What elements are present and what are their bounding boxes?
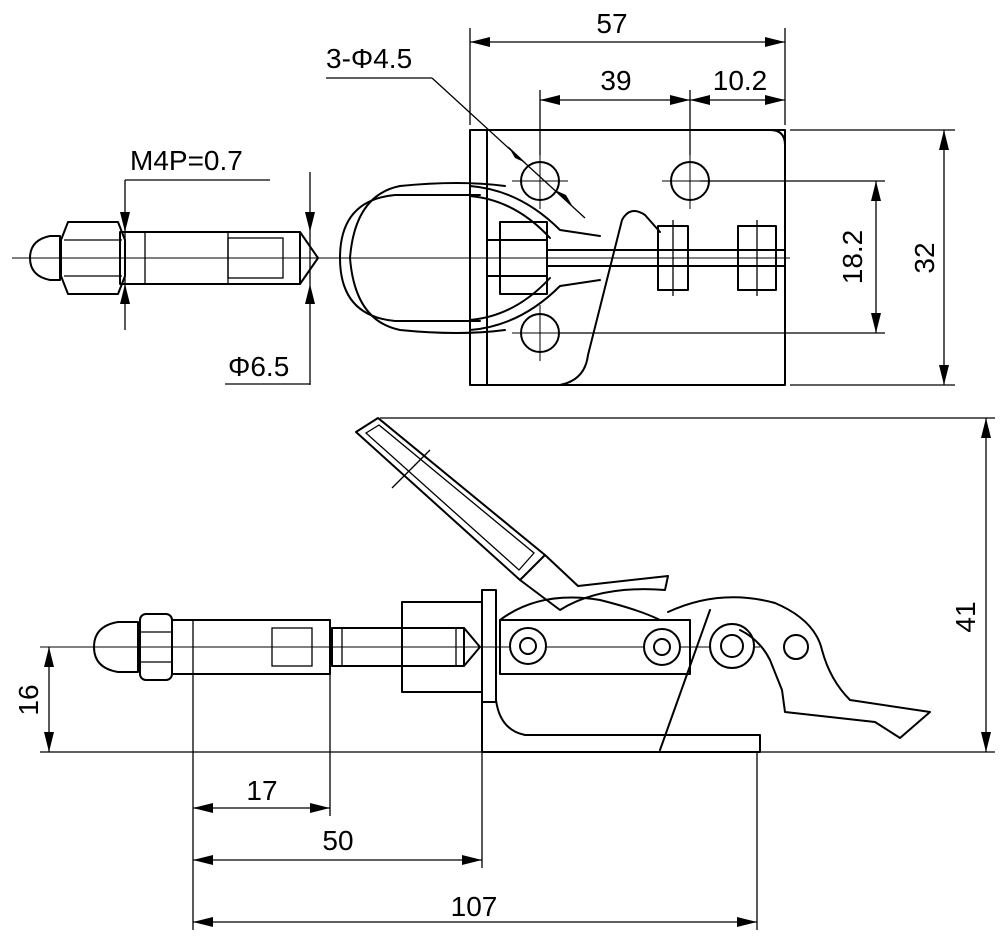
mounting-hole-3: [512, 305, 568, 361]
side-base: [481, 699, 761, 753]
side-linkage-bar: [499, 619, 691, 675]
handle-lower-arm-inner: [469, 277, 551, 321]
spindle-cap: [29, 235, 61, 281]
pivot-1: [509, 627, 547, 665]
handle-lever-outer: [355, 417, 546, 581]
side-view: 16 41 17 50: [13, 417, 995, 930]
base-plate-profile: [559, 210, 661, 386]
dim-107-label: 107: [451, 891, 498, 922]
side-guide-flange: [481, 589, 497, 703]
mounting-hole-1: [512, 153, 568, 209]
dim-41: 41: [380, 417, 995, 753]
handle-upper-arm-inner: [469, 195, 551, 239]
handle-lower-arm: [469, 279, 601, 331]
base-plate-inner-top: [486, 129, 786, 259]
pivot-2: [643, 628, 681, 666]
handle-lever-inner: [364, 424, 535, 571]
side-cam-jaw: [667, 596, 931, 739]
callout-spindle-diameter: Φ6.5: [225, 172, 315, 385]
spindle-body: [119, 231, 301, 285]
top-view: 57 39 10.2 3-Φ4.5: [12, 8, 955, 386]
dim-50-label: 50: [322, 825, 353, 856]
callout-holes: 3-Φ4.5: [326, 43, 586, 219]
dim-32-label: 32: [909, 242, 940, 273]
spindle-tip: [299, 231, 319, 285]
dim-10-2: 10.2: [690, 65, 785, 105]
dim-41-label: 41: [950, 601, 981, 632]
callout-spindle-diameter-label: Φ6.5: [228, 351, 289, 382]
handle-lever-neck: [519, 554, 669, 611]
dim-57: 57: [469, 8, 786, 125]
handle-housing-outer: [349, 182, 506, 334]
dim-16: 16: [13, 647, 482, 753]
dim-16-label: 16: [13, 684, 44, 715]
pivot-3: [709, 623, 755, 669]
dim-50: 50: [193, 752, 483, 868]
linkage-bar: [546, 249, 786, 267]
callout-thread-label: M4P=0.7: [130, 145, 243, 176]
callout-holes-label: 3-Φ4.5: [326, 43, 412, 74]
dim-39-label: 39: [600, 65, 631, 96]
dim-10-2-label: 10.2: [713, 65, 768, 96]
dim-17: 17: [192, 674, 331, 930]
side-spindle-cap: [93, 621, 139, 673]
dim-17-label: 17: [246, 775, 277, 806]
dim-39: 39: [539, 65, 691, 155]
side-linkage-top: [499, 596, 661, 621]
dim-18-2-label: 18.2: [837, 230, 868, 285]
pivot-4: [783, 634, 809, 660]
callout-thread: M4P=0.7: [120, 145, 270, 330]
side-plunger-tip: [463, 627, 481, 667]
side-support-line: [659, 609, 711, 751]
side-plunger: [331, 627, 465, 667]
side-spindle-socket: [271, 627, 313, 667]
dim-32: 32: [790, 129, 955, 386]
handle-upper-arm: [469, 185, 601, 237]
dim-107: 107: [193, 752, 758, 930]
dim-18-2: 18.2: [560, 180, 885, 334]
dim-57-label: 57: [596, 8, 627, 39]
side-spindle: [171, 619, 331, 675]
spindle-guide-flange: [499, 221, 548, 295]
